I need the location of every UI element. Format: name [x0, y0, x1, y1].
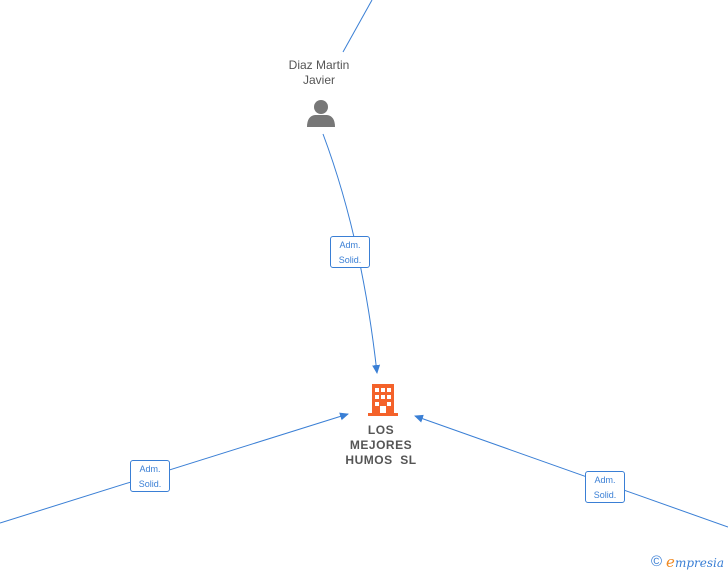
person-name-line2: Javier — [302, 73, 335, 87]
edge-label-person-company[interactable]: Adm. Solid. — [330, 236, 370, 268]
person-name[interactable]: Diaz Martin Javier — [259, 58, 379, 88]
copyright-icon: © — [650, 553, 663, 570]
company-name[interactable]: LOS MEJORES HUMOS SL — [321, 423, 441, 468]
brand-rest: mpresia — [674, 555, 724, 570]
brand-watermark: © empresia — [651, 553, 724, 571]
edge-line-right-company — [414, 414, 728, 528]
brand-initial: e — [666, 552, 675, 571]
edge-label-line2: Solid. — [138, 479, 162, 489]
person-icon[interactable] — [307, 100, 335, 127]
edge-label-line2: Solid. — [338, 255, 362, 265]
edge-label-line1: Adm. — [339, 240, 361, 250]
edge-label-right-company[interactable]: Adm. Solid. — [585, 471, 625, 503]
edge-line-left-company — [0, 412, 349, 524]
edge-label-line1: Adm. — [594, 475, 616, 485]
company-name-line1: LOS — [367, 423, 395, 437]
person-name-line1: Diaz Martin — [288, 58, 350, 72]
company-name-line2: MEJORES — [349, 438, 413, 452]
brand-name: empresia — [666, 553, 724, 572]
edge-label-line1: Adm. — [139, 464, 161, 474]
edge-label-left-company[interactable]: Adm. Solid. — [130, 460, 170, 492]
edge-line-offscreen-top — [342, 0, 373, 53]
company-name-line3: HUMOS SL — [345, 453, 417, 467]
edge-label-line2: Solid. — [593, 490, 617, 500]
building-icon[interactable] — [368, 384, 398, 416]
